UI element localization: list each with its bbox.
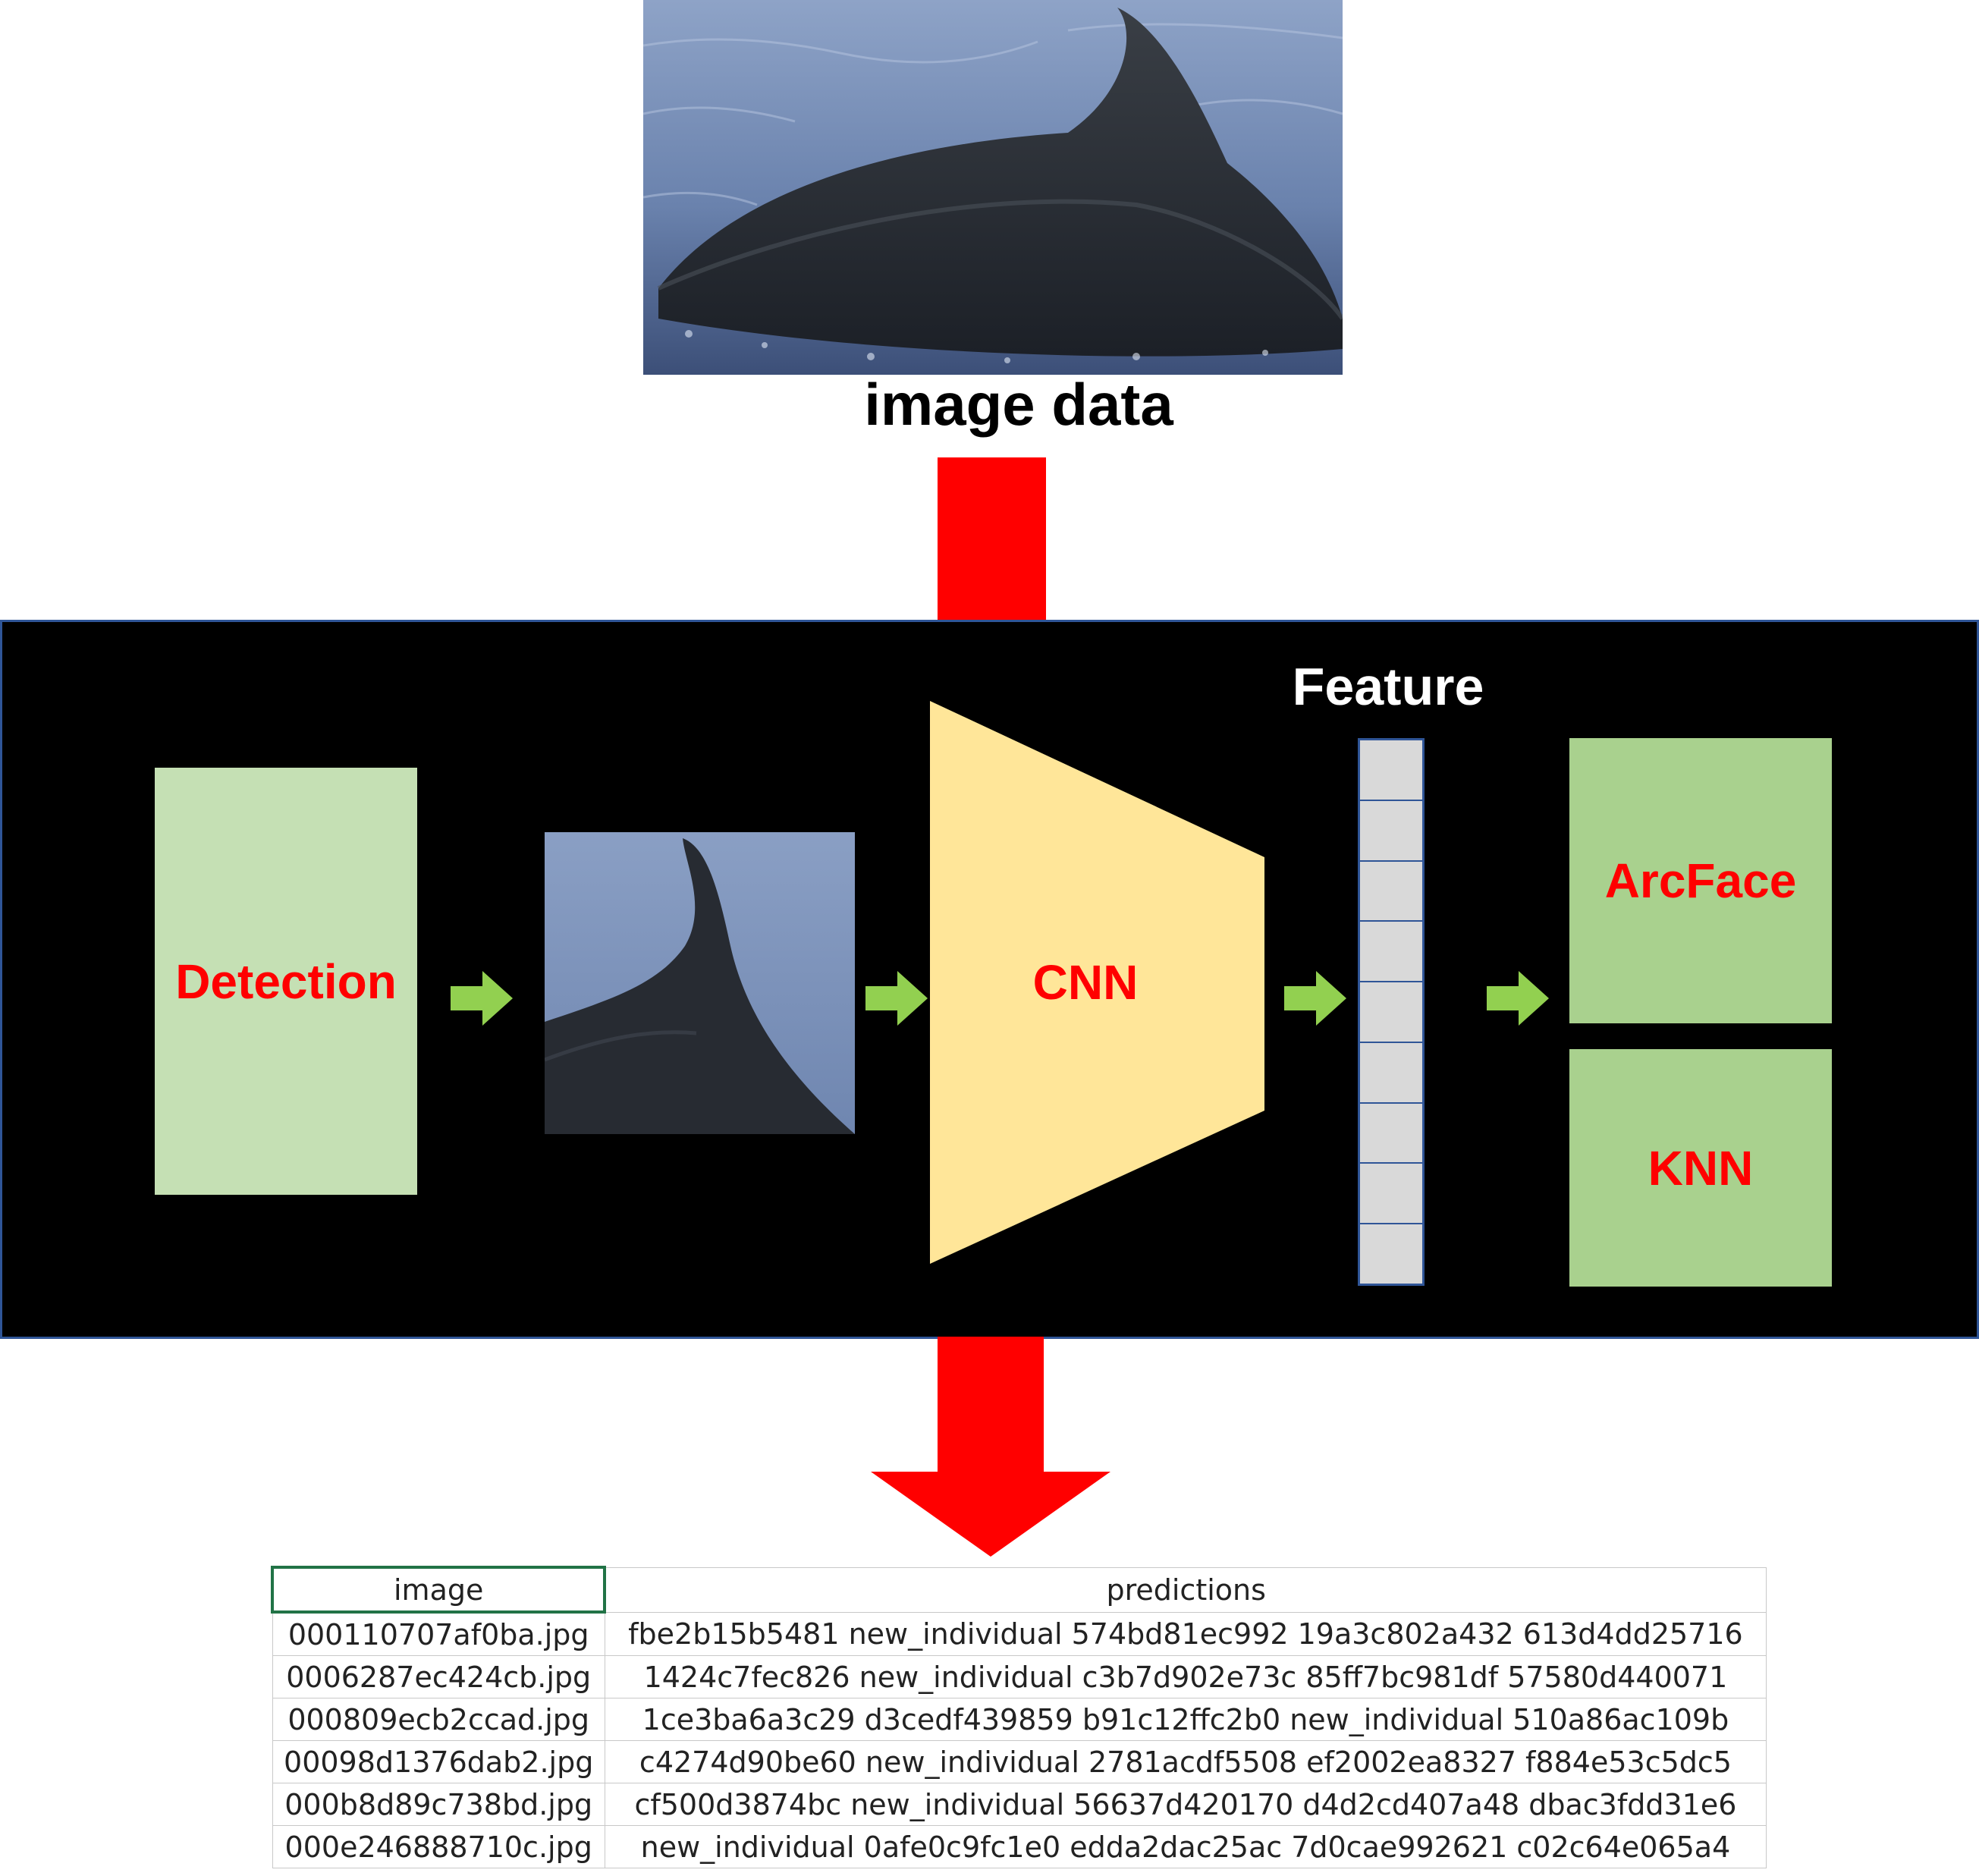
- predictions-table: image predictions 000110707af0ba.jpg fbe…: [270, 1566, 1767, 1868]
- predictions-cell[interactable]: 1ce3ba6a3c29 d3cedf439859 b91c12ffc2b0 n…: [604, 1698, 1767, 1741]
- table-row: 000809ecb2ccad.jpg 1ce3ba6a3c29 d3cedf43…: [272, 1698, 1767, 1741]
- image-cell[interactable]: 00098d1376dab2.jpg: [272, 1740, 605, 1783]
- feature-cell: [1360, 982, 1422, 1043]
- cropped-fin-image: [545, 832, 855, 1134]
- table-row: 00098d1376dab2.jpg c4274d90be60 new_indi…: [272, 1740, 1767, 1783]
- predictions-cell[interactable]: c4274d90be60 new_individual 2781acdf5508…: [604, 1740, 1767, 1783]
- image-data-label: image data: [864, 371, 1173, 438]
- detection-block: Detection: [155, 768, 417, 1195]
- table-row: 000b8d89c738bd.jpg cf500d3874bc new_indi…: [272, 1783, 1767, 1826]
- image-cell[interactable]: 0006287ec424cb.jpg: [272, 1655, 605, 1698]
- knn-label: KNN: [1648, 1140, 1754, 1196]
- feature-vector: [1358, 738, 1425, 1286]
- table-header-row: image predictions: [270, 1566, 1767, 1614]
- arcface-label: ArcFace: [1604, 853, 1797, 908]
- output-flow-arrow: [871, 1337, 1110, 1557]
- image-cell[interactable]: 000b8d89c738bd.jpg: [272, 1783, 605, 1826]
- feature-label: Feature: [1292, 657, 1484, 716]
- feature-cell: [1360, 1164, 1422, 1225]
- feature-cell: [1360, 922, 1422, 983]
- table-row: 000110707af0ba.jpg fbe2b15b5481 new_indi…: [272, 1611, 1767, 1656]
- predictions-cell[interactable]: fbe2b15b5481 new_individual 574bd81ec992…: [604, 1611, 1767, 1656]
- cnn-label: CNN: [1032, 955, 1139, 1010]
- step-arrow-1: [451, 971, 513, 1026]
- feature-cell: [1360, 801, 1422, 862]
- detection-label: Detection: [175, 954, 397, 1009]
- feature-cell: [1360, 1224, 1422, 1284]
- feature-cell: [1360, 1043, 1422, 1104]
- cnn-trapezoid: [930, 701, 1264, 1264]
- predictions-cell[interactable]: new_individual 0afe0c9fc1e0 edda2dac25ac…: [604, 1825, 1767, 1868]
- feature-cell: [1360, 862, 1422, 922]
- arcface-block: ArcFace: [1569, 738, 1832, 1023]
- knn-block: KNN: [1569, 1049, 1832, 1287]
- image-cell[interactable]: 000809ecb2ccad.jpg: [272, 1698, 605, 1741]
- step-arrow-4: [1487, 971, 1549, 1026]
- feature-cell: [1360, 740, 1422, 801]
- predictions-cell[interactable]: 1424c7fec826 new_individual c3b7d902e73c…: [604, 1655, 1767, 1698]
- table-row: 000e246888710c.jpg new_individual 0afe0c…: [272, 1825, 1767, 1868]
- image-cell[interactable]: 000110707af0ba.jpg: [272, 1611, 605, 1656]
- step-arrow-2: [865, 971, 928, 1026]
- image-cell[interactable]: 000e246888710c.jpg: [272, 1825, 605, 1868]
- predictions-cell[interactable]: cf500d3874bc new_individual 56637d420170…: [604, 1783, 1767, 1826]
- column-header-predictions[interactable]: predictions: [604, 1566, 1767, 1613]
- feature-cell: [1360, 1104, 1422, 1164]
- input-flow-arrow: [938, 457, 1046, 621]
- table-row: 0006287ec424cb.jpg 1424c7fec826 new_indi…: [272, 1655, 1767, 1698]
- step-arrow-3: [1284, 971, 1346, 1026]
- column-header-image[interactable]: image: [270, 1566, 607, 1614]
- dolphin-photo: [643, 0, 1343, 375]
